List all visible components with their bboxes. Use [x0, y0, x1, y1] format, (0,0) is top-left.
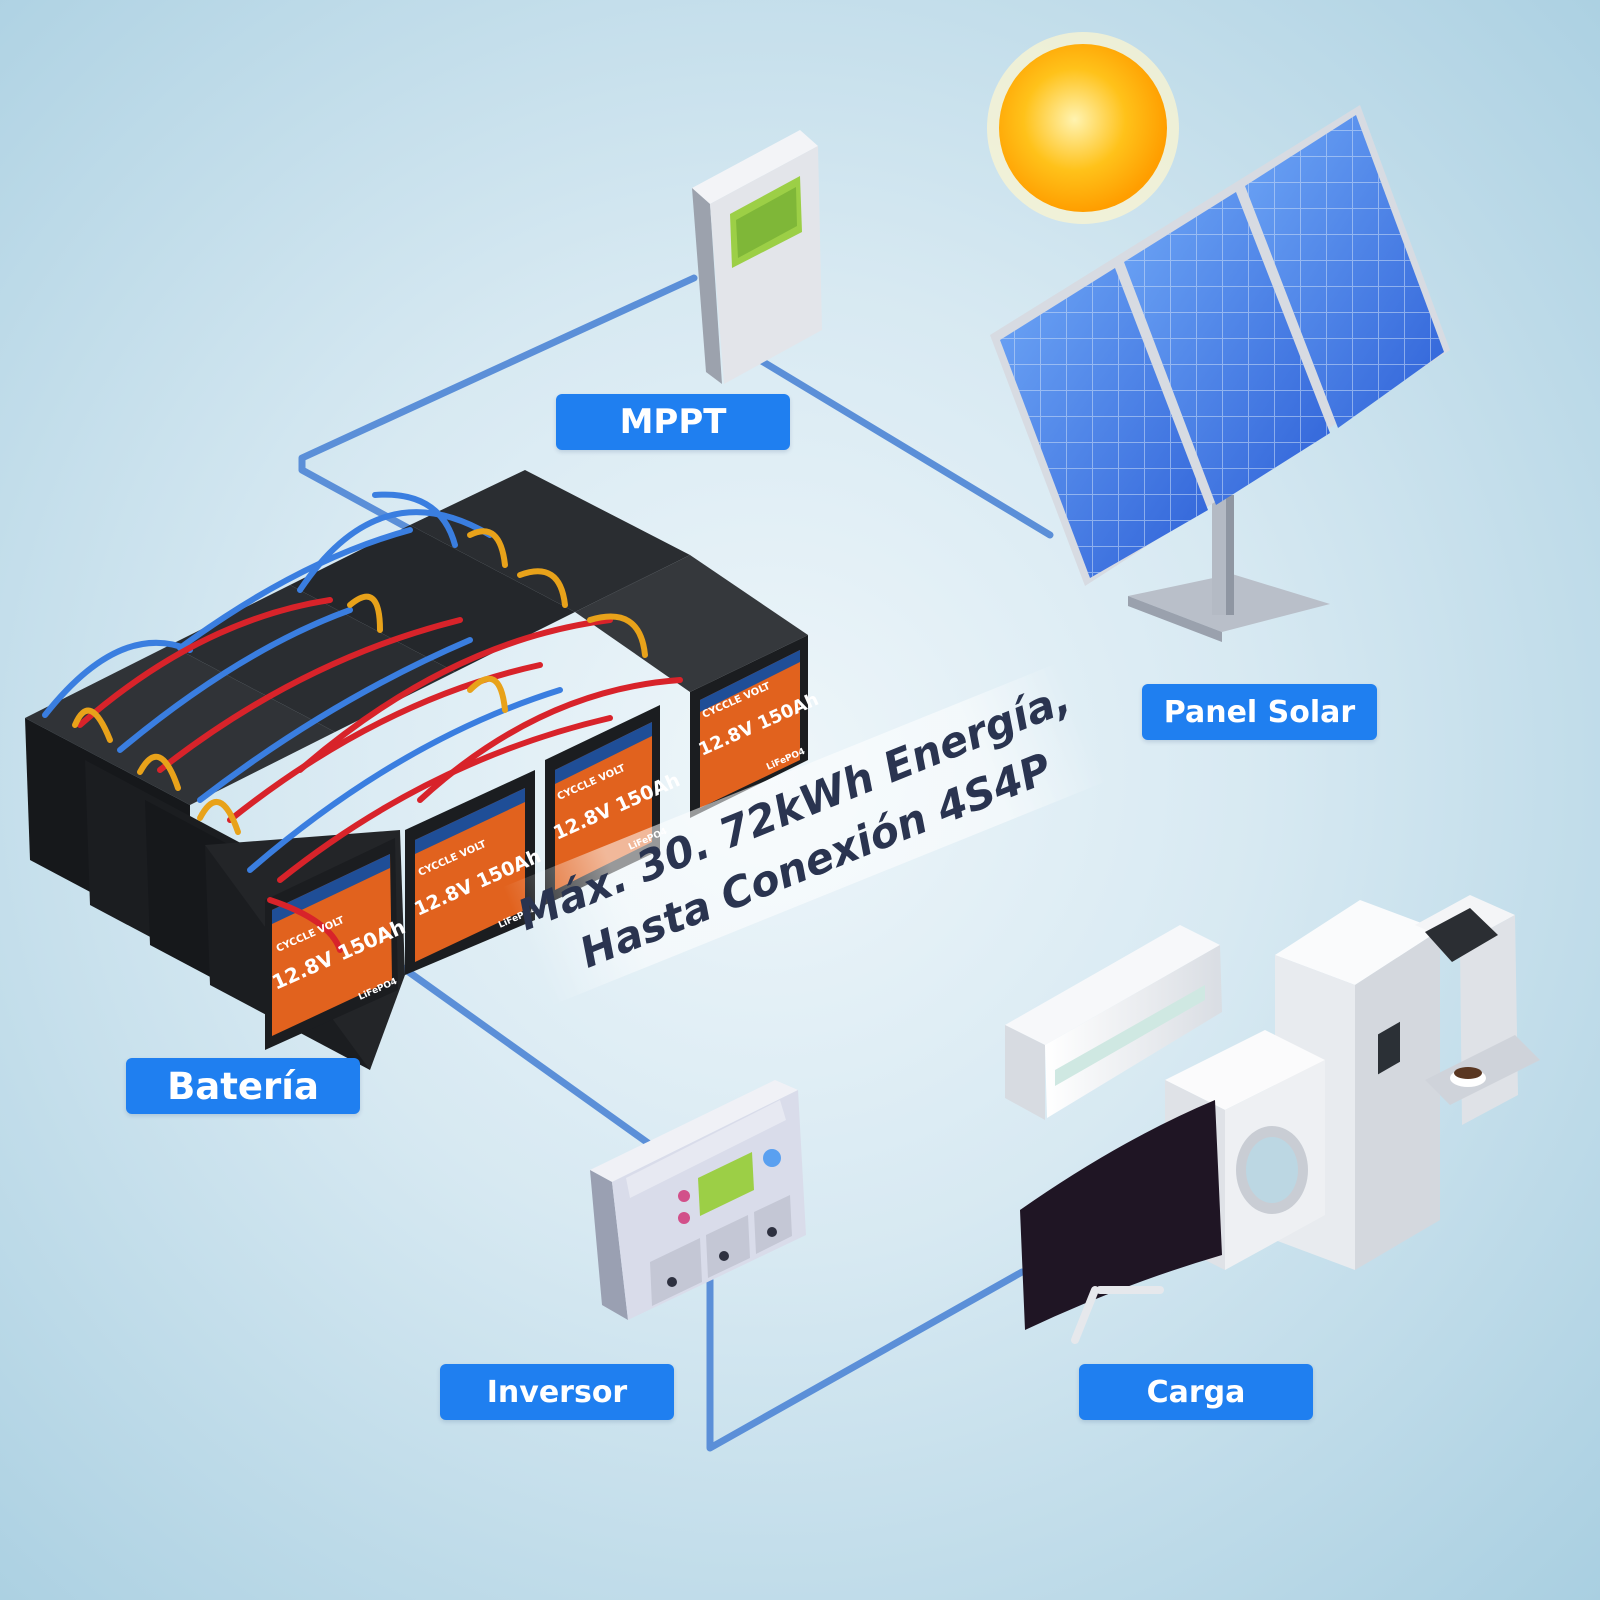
- wiring: [298, 274, 1054, 1452]
- sun-icon: [987, 32, 1179, 224]
- load-appliances-icon: [1005, 895, 1540, 1344]
- inverter-label: Inversor: [440, 1364, 674, 1420]
- mppt-label: MPPT: [556, 394, 790, 450]
- wire-inverter-to-load: [706, 1268, 1026, 1452]
- solar-panel-label: Panel Solar: [1142, 684, 1377, 740]
- wire-battery-to-inverter: [388, 956, 659, 1152]
- solar-panel-icon: [990, 105, 1450, 642]
- load-label: Carga: [1079, 1364, 1313, 1420]
- battery-bank-icon: 12.8V 150Ah 12.8V 150Ah 12.8V 150Ah 12.8…: [25, 470, 822, 1070]
- inverter-icon: [590, 1080, 806, 1320]
- wire-mppt-to-battery: [298, 274, 698, 544]
- wire-mppt-to-panel: [756, 356, 1054, 539]
- mppt-controller-icon: [692, 130, 822, 384]
- battery-label: Batería: [126, 1058, 360, 1114]
